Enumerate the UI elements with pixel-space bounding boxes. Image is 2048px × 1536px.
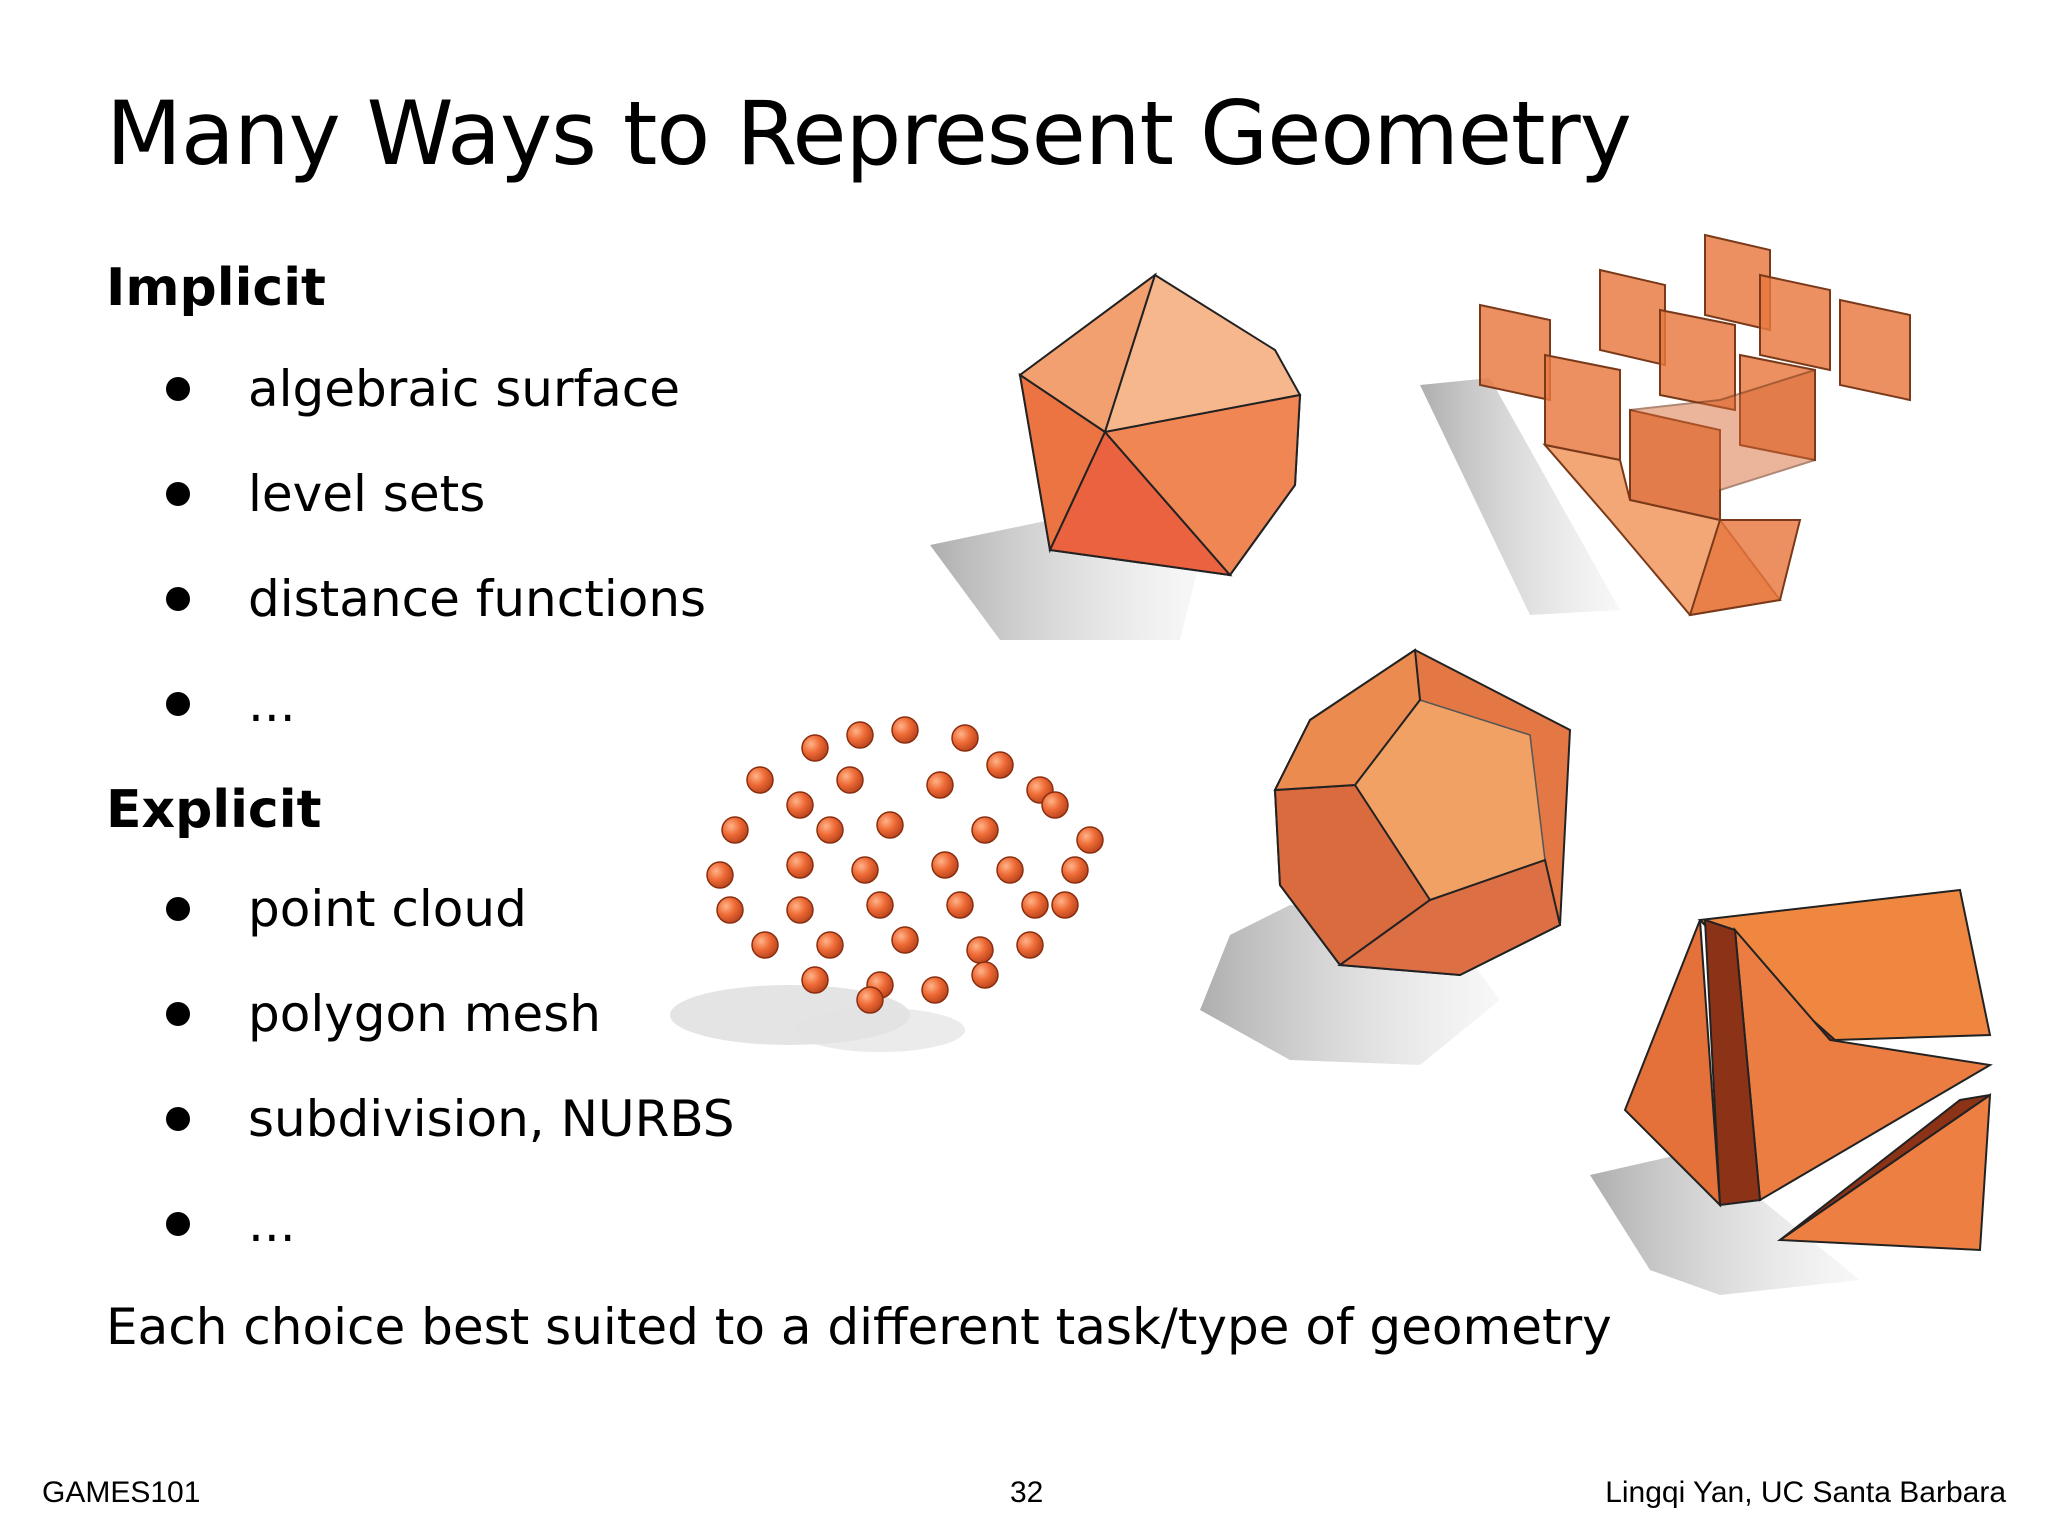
list-item: ... [166,675,296,733]
list-item: subdivision, NURBS [166,1090,735,1148]
footer-course: GAMES101 [42,1476,201,1509]
list-item: point cloud [166,880,527,938]
list-item: polygon mesh [166,985,601,1043]
list-item: ... [166,1195,296,1253]
voxel-grid-illustration [1420,233,1911,617]
list-item: level sets [166,465,485,523]
shadow-shape [1590,1150,1860,1295]
list-item: distance functions [166,570,706,628]
summary-text: Each choice best suited to a different t… [106,1298,1612,1356]
bullet-icon [166,897,190,921]
icosahedron-illustration [930,272,1302,640]
poly-face [1779,1094,1991,1241]
explicit-heading: Explicit [106,780,322,840]
poly-face [1623,919,1722,1208]
list-item: algebraic surface [166,360,680,418]
bullet-icon [166,1212,190,1236]
implicit-heading: Implicit [106,258,326,318]
tetrahedra-illustration [1590,888,1993,1295]
bullet-icon [166,1002,190,1026]
poly-face [1337,858,1562,977]
shadow-shape [795,1008,965,1052]
poly-face [1703,918,1762,1207]
slide-title: Many Ways to Represent Geometry [106,82,1632,185]
poly-face [1103,393,1302,577]
footer-page-number: 32 [1010,1476,1044,1509]
bullet-icon [166,482,190,506]
point-cloud-illustration [670,716,1104,1052]
dodecahedron-illustration [1200,648,1572,1065]
bullet-icon [166,1107,190,1131]
poly-face [1273,648,1422,792]
bullet-icon [166,692,190,716]
footer-author: Lingqi Yan, UC Santa Barbara [1605,1476,2006,1509]
shadow-shape [1420,378,1620,615]
bullet-icon [166,587,190,611]
bullet-icon [166,377,190,401]
